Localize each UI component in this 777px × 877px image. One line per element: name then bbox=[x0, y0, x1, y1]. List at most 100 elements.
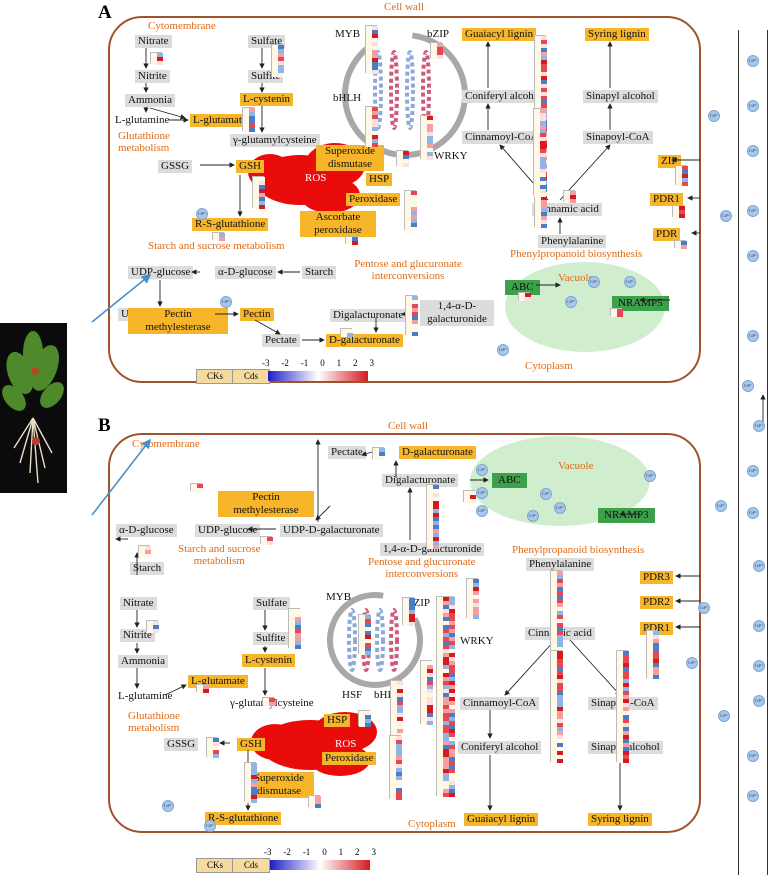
heatmap-cell bbox=[557, 615, 563, 619]
heatmap-cell bbox=[525, 297, 531, 301]
heatmap-cell bbox=[145, 554, 151, 558]
expression-heatmap bbox=[518, 292, 531, 301]
heatmap-cell bbox=[449, 733, 455, 737]
heatmap-cell bbox=[421, 677, 427, 681]
gsh-b: GSH bbox=[237, 738, 266, 751]
heatmap-cell bbox=[443, 633, 449, 637]
heatmap-cell bbox=[679, 210, 685, 214]
heatmap-cell bbox=[406, 316, 412, 320]
heatmap-cell bbox=[372, 131, 378, 135]
heatmap-cell bbox=[433, 489, 439, 493]
heatmap-cell bbox=[449, 661, 455, 665]
cd-ion: Cd²⁺ bbox=[162, 800, 174, 812]
heatmap-cell bbox=[570, 195, 576, 199]
cell-outline-a bbox=[108, 16, 701, 383]
heatmap-cell bbox=[427, 693, 433, 697]
heatmap-cell bbox=[623, 723, 629, 727]
heatmap-cell bbox=[617, 699, 623, 703]
cd-ion: Cd²⁺ bbox=[747, 100, 759, 112]
heatmap-cell bbox=[540, 109, 546, 113]
heatmap-cell bbox=[151, 53, 157, 57]
heatmap-cell bbox=[535, 52, 541, 56]
heatmap-cell bbox=[259, 177, 265, 181]
heatmap-cell bbox=[647, 667, 653, 671]
heatmap-cell bbox=[647, 663, 653, 667]
heatmap-cell bbox=[557, 659, 563, 663]
heatmap-cell bbox=[359, 639, 365, 643]
heatmap-cell bbox=[249, 112, 255, 116]
expression-heatmap bbox=[674, 240, 687, 249]
heatmap-cell bbox=[535, 80, 541, 84]
heatmap-cell bbox=[207, 738, 213, 742]
heatmap-cell bbox=[449, 745, 455, 749]
expression-heatmap bbox=[405, 295, 418, 336]
heatmap-cell bbox=[397, 693, 403, 697]
heatmap-cell bbox=[366, 62, 372, 66]
heatmap-cell bbox=[278, 65, 284, 69]
heatmap-cell bbox=[245, 775, 251, 779]
heatmap-cell bbox=[449, 777, 455, 781]
heatmap-cell bbox=[443, 753, 449, 757]
heatmap-cell bbox=[617, 313, 623, 317]
heatmap-cell bbox=[551, 723, 557, 727]
heatmap-cell bbox=[295, 617, 301, 621]
starch-pathway-a: Starch and sucrose metabolism bbox=[148, 240, 285, 252]
heatmap-cell bbox=[309, 804, 315, 808]
heatmap-cell bbox=[427, 509, 433, 513]
udp-glucose-b: UDP-glucose bbox=[195, 524, 261, 537]
heatmap-cell bbox=[551, 663, 557, 667]
expression-heatmap bbox=[402, 597, 415, 626]
cd-ion: Cd²⁺ bbox=[753, 620, 765, 632]
heatmap-cell bbox=[437, 629, 443, 633]
expression-heatmap bbox=[420, 115, 433, 160]
heatmap-cell bbox=[470, 495, 476, 499]
heatmap-cell bbox=[437, 55, 443, 59]
heatmap-cell bbox=[213, 746, 219, 750]
heatmap-cell bbox=[534, 173, 540, 177]
heatmap-cell bbox=[437, 47, 443, 51]
expression-heatmap bbox=[206, 737, 219, 758]
heatmap-cell bbox=[272, 49, 278, 53]
expression-heatmap bbox=[463, 490, 476, 503]
heatmap-cell bbox=[437, 789, 443, 793]
heatmap-cell bbox=[427, 513, 433, 517]
heatmap-cell bbox=[437, 649, 443, 653]
heatmap-cell bbox=[437, 637, 443, 641]
heatmap-cell bbox=[449, 693, 455, 697]
heatmap-cell bbox=[551, 583, 557, 587]
heatmap-cell bbox=[397, 685, 403, 689]
heatmap-cell bbox=[421, 709, 427, 713]
heatmap-cell bbox=[540, 181, 546, 185]
heatmap-cell bbox=[249, 128, 255, 132]
heatmap-cell bbox=[253, 197, 259, 201]
heatmap-cell bbox=[623, 691, 629, 695]
heatmap-cell bbox=[557, 687, 563, 691]
expression-heatmap bbox=[533, 108, 546, 197]
heatmap-cell bbox=[540, 121, 546, 125]
heatmap-cell bbox=[365, 635, 371, 639]
heatmap-cell bbox=[647, 651, 653, 655]
heatmap-cell bbox=[676, 166, 682, 170]
phenylpropanoid-pathway-b: Phenylpropanoid biosynthesis bbox=[512, 544, 645, 556]
heatmap-cell bbox=[437, 701, 443, 705]
heatmap-cell bbox=[557, 643, 563, 647]
heatmap-cell bbox=[437, 729, 443, 733]
heatmap-cell bbox=[617, 695, 623, 699]
heatmap-cell bbox=[681, 245, 687, 249]
heatmap-cell bbox=[449, 773, 455, 777]
cinnamoyl-coa-a: Cinnamoyl-CoA bbox=[462, 131, 542, 144]
heatmap-cell bbox=[145, 550, 151, 554]
heatmap-cell bbox=[397, 713, 403, 717]
heatmap-cell bbox=[617, 719, 623, 723]
arrow bbox=[164, 684, 187, 696]
arrow bbox=[361, 451, 373, 457]
heatmap-cell bbox=[437, 665, 443, 669]
legend-cks-a: CKs bbox=[196, 369, 234, 384]
ammonia-a: Ammonia bbox=[125, 94, 175, 107]
heatmap-cell bbox=[427, 701, 433, 705]
wrky-a: WRKY bbox=[434, 150, 468, 162]
heatmap-cell bbox=[421, 132, 427, 136]
heatmap-cell bbox=[396, 796, 402, 800]
